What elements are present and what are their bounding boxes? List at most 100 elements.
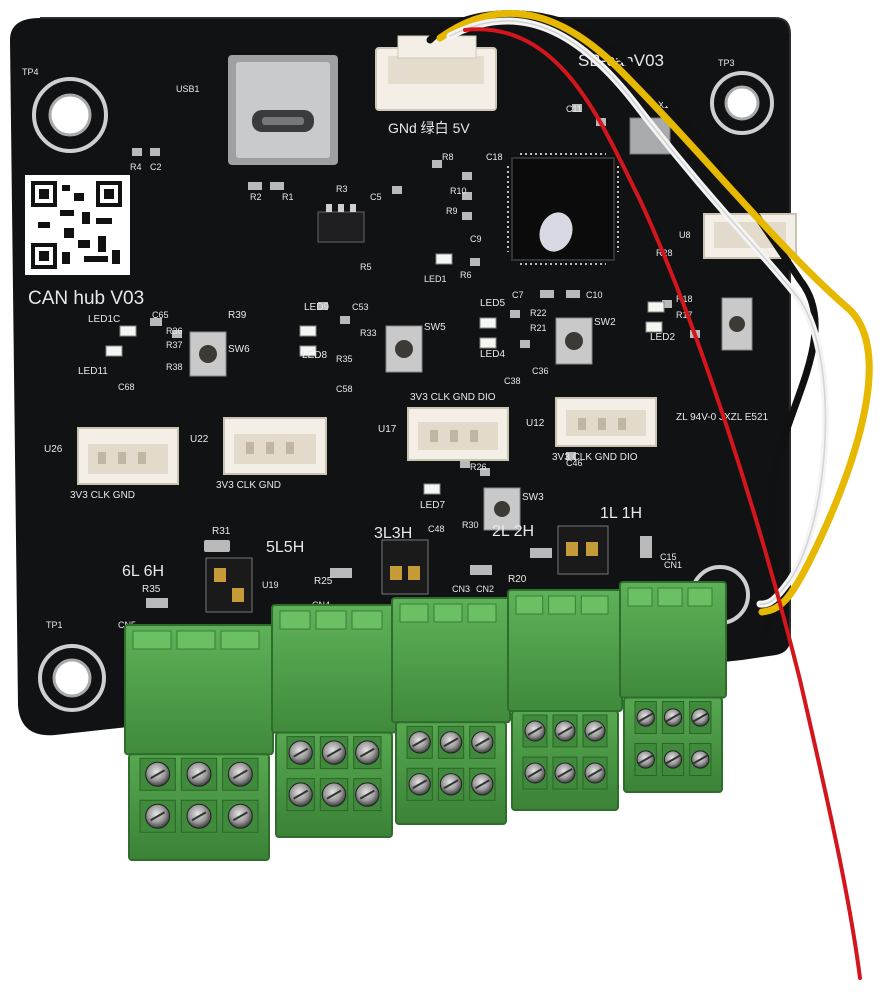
svg-text:R9: R9 <box>446 206 458 216</box>
svg-text:3V3 CLK GND: 3V3 CLK GND <box>216 480 281 491</box>
status-leds <box>105 253 665 495</box>
svg-text:R1: R1 <box>282 192 294 202</box>
svg-text:C46: C46 <box>566 458 583 468</box>
button-sw2[interactable]: SW2 <box>555 317 616 365</box>
mcu-chip <box>507 153 619 265</box>
header-u17[interactable]: U17 3V3 CLK GND DIO <box>378 392 509 461</box>
dip-switch-3[interactable]: 3L3H <box>374 525 429 595</box>
svg-text:R36: R36 <box>166 326 183 336</box>
svg-text:1L 1H: 1L 1H <box>600 505 642 522</box>
svg-text:CN3: CN3 <box>452 584 470 594</box>
svg-text:C10: C10 <box>586 290 603 300</box>
svg-text:U22: U22 <box>190 434 209 445</box>
led-label: LED2 <box>650 332 675 343</box>
svg-text:C68: C68 <box>118 382 135 392</box>
led-label: LED1 <box>424 274 447 284</box>
led-label: LED7 <box>420 500 445 511</box>
power-connector <box>375 35 497 111</box>
header-u26[interactable]: U26 3V3 CLK GND <box>44 427 179 501</box>
svg-text:C18: C18 <box>486 152 503 162</box>
svg-text:C7: C7 <box>512 290 524 300</box>
mount-hole-tp1: TP1 <box>38 620 106 712</box>
mount-hole-tp4: TP4 <box>22 67 108 153</box>
qr-code <box>25 175 130 275</box>
led-label: LED4 <box>480 349 505 360</box>
svg-text:R6: R6 <box>460 270 472 280</box>
terminal-block-cn2[interactable] <box>507 589 623 811</box>
svg-text:6L 6H: 6L 6H <box>122 563 164 580</box>
svg-text:R26: R26 <box>470 462 487 472</box>
svg-text:USB1: USB1 <box>176 84 200 94</box>
svg-text:R22: R22 <box>530 308 547 318</box>
svg-text:C36: C36 <box>532 366 549 376</box>
svg-text:C48: C48 <box>428 524 445 534</box>
svg-text:C65: C65 <box>152 310 169 320</box>
svg-text:R2: R2 <box>250 192 262 202</box>
svg-text:3V3 CLK GND DIO: 3V3 CLK GND DIO <box>410 392 496 403</box>
svg-text:C2: C2 <box>150 162 162 172</box>
led-label: LED1C <box>88 314 120 325</box>
dip-switch-5-label: 5L5H <box>266 539 304 556</box>
dip-switch-2-label: 2L 2H <box>492 523 534 540</box>
svg-text:SW5: SW5 <box>424 322 446 333</box>
svg-text:R5: R5 <box>360 262 372 272</box>
svg-text:C15: C15 <box>660 552 677 562</box>
header-u12[interactable]: U12 3V3 CLK GND DIO <box>526 397 657 463</box>
svg-text:TP4: TP4 <box>22 67 39 77</box>
svg-text:TP1: TP1 <box>46 620 63 630</box>
button-sw3[interactable]: SW3 <box>483 487 544 531</box>
regulator-chip <box>317 204 365 243</box>
button-sw5[interactable]: SW5 <box>385 322 446 373</box>
svg-text:C38: C38 <box>504 376 521 386</box>
led-label: LED9 <box>304 302 329 313</box>
svg-text:R18: R18 <box>676 294 693 304</box>
svg-text:C53: C53 <box>352 302 369 312</box>
button-side[interactable] <box>721 297 753 351</box>
terminal-block-cn1[interactable] <box>619 581 727 793</box>
svg-text:U26: U26 <box>44 444 63 455</box>
svg-text:R30: R30 <box>462 520 479 530</box>
dip-switch-6[interactable]: 6L 6H U19 <box>122 557 279 613</box>
svg-text:3L3H: 3L3H <box>374 525 412 542</box>
terminal-block-cn3[interactable] <box>391 597 511 825</box>
svg-text:R20: R20 <box>508 574 527 585</box>
button-sw6[interactable]: SW6 <box>189 331 250 377</box>
svg-text:X1: X1 <box>658 100 669 110</box>
svg-text:CN2: CN2 <box>476 584 494 594</box>
svg-text:R4: R4 <box>130 162 142 172</box>
svg-text:3V3 CLK GND: 3V3 CLK GND <box>70 490 135 501</box>
board-label: CAN hub V03 <box>28 288 144 309</box>
terminal-block-cn4[interactable] <box>271 604 397 838</box>
terminal-block-cn5[interactable] <box>124 624 274 861</box>
svg-text:CN1: CN1 <box>664 560 682 570</box>
svg-text:C5: C5 <box>370 192 382 202</box>
svg-text:TP3: TP3 <box>718 58 735 68</box>
svg-text:R25: R25 <box>314 576 333 587</box>
svg-text:U19: U19 <box>262 580 279 590</box>
header-u22[interactable]: U22 3V3 CLK GND <box>190 417 327 491</box>
svg-text:R10: R10 <box>450 186 467 196</box>
led-label: LED11 <box>78 366 108 377</box>
svg-text:R37: R37 <box>166 340 183 350</box>
power-label: GNd 绿白 5V <box>388 120 470 136</box>
svg-text:R8: R8 <box>442 152 454 162</box>
svg-text:SW2: SW2 <box>594 317 616 328</box>
svg-text:U8: U8 <box>679 230 691 240</box>
svg-text:C9: C9 <box>470 234 482 244</box>
svg-text:C11: C11 <box>566 104 582 114</box>
led-label: LED8 <box>302 350 327 361</box>
svg-text:3V3 CLK GND DIO: 3V3 CLK GND DIO <box>552 452 638 463</box>
svg-text:R33: R33 <box>360 328 377 338</box>
wire-bundle <box>426 9 873 980</box>
svg-text:U17: U17 <box>378 424 397 435</box>
svg-text:R35: R35 <box>142 584 161 595</box>
dip-switch-1[interactable]: 1L 1H <box>557 505 642 575</box>
svg-text:SW3: SW3 <box>522 492 544 503</box>
svg-text:SW6: SW6 <box>228 344 250 355</box>
svg-text:R21: R21 <box>530 323 547 333</box>
mount-hole-tp3: TP3 <box>710 58 774 135</box>
usb-c-port: USB1 <box>176 55 338 165</box>
svg-text:R17: R17 <box>676 310 693 320</box>
svg-text:R38: R38 <box>166 362 183 372</box>
